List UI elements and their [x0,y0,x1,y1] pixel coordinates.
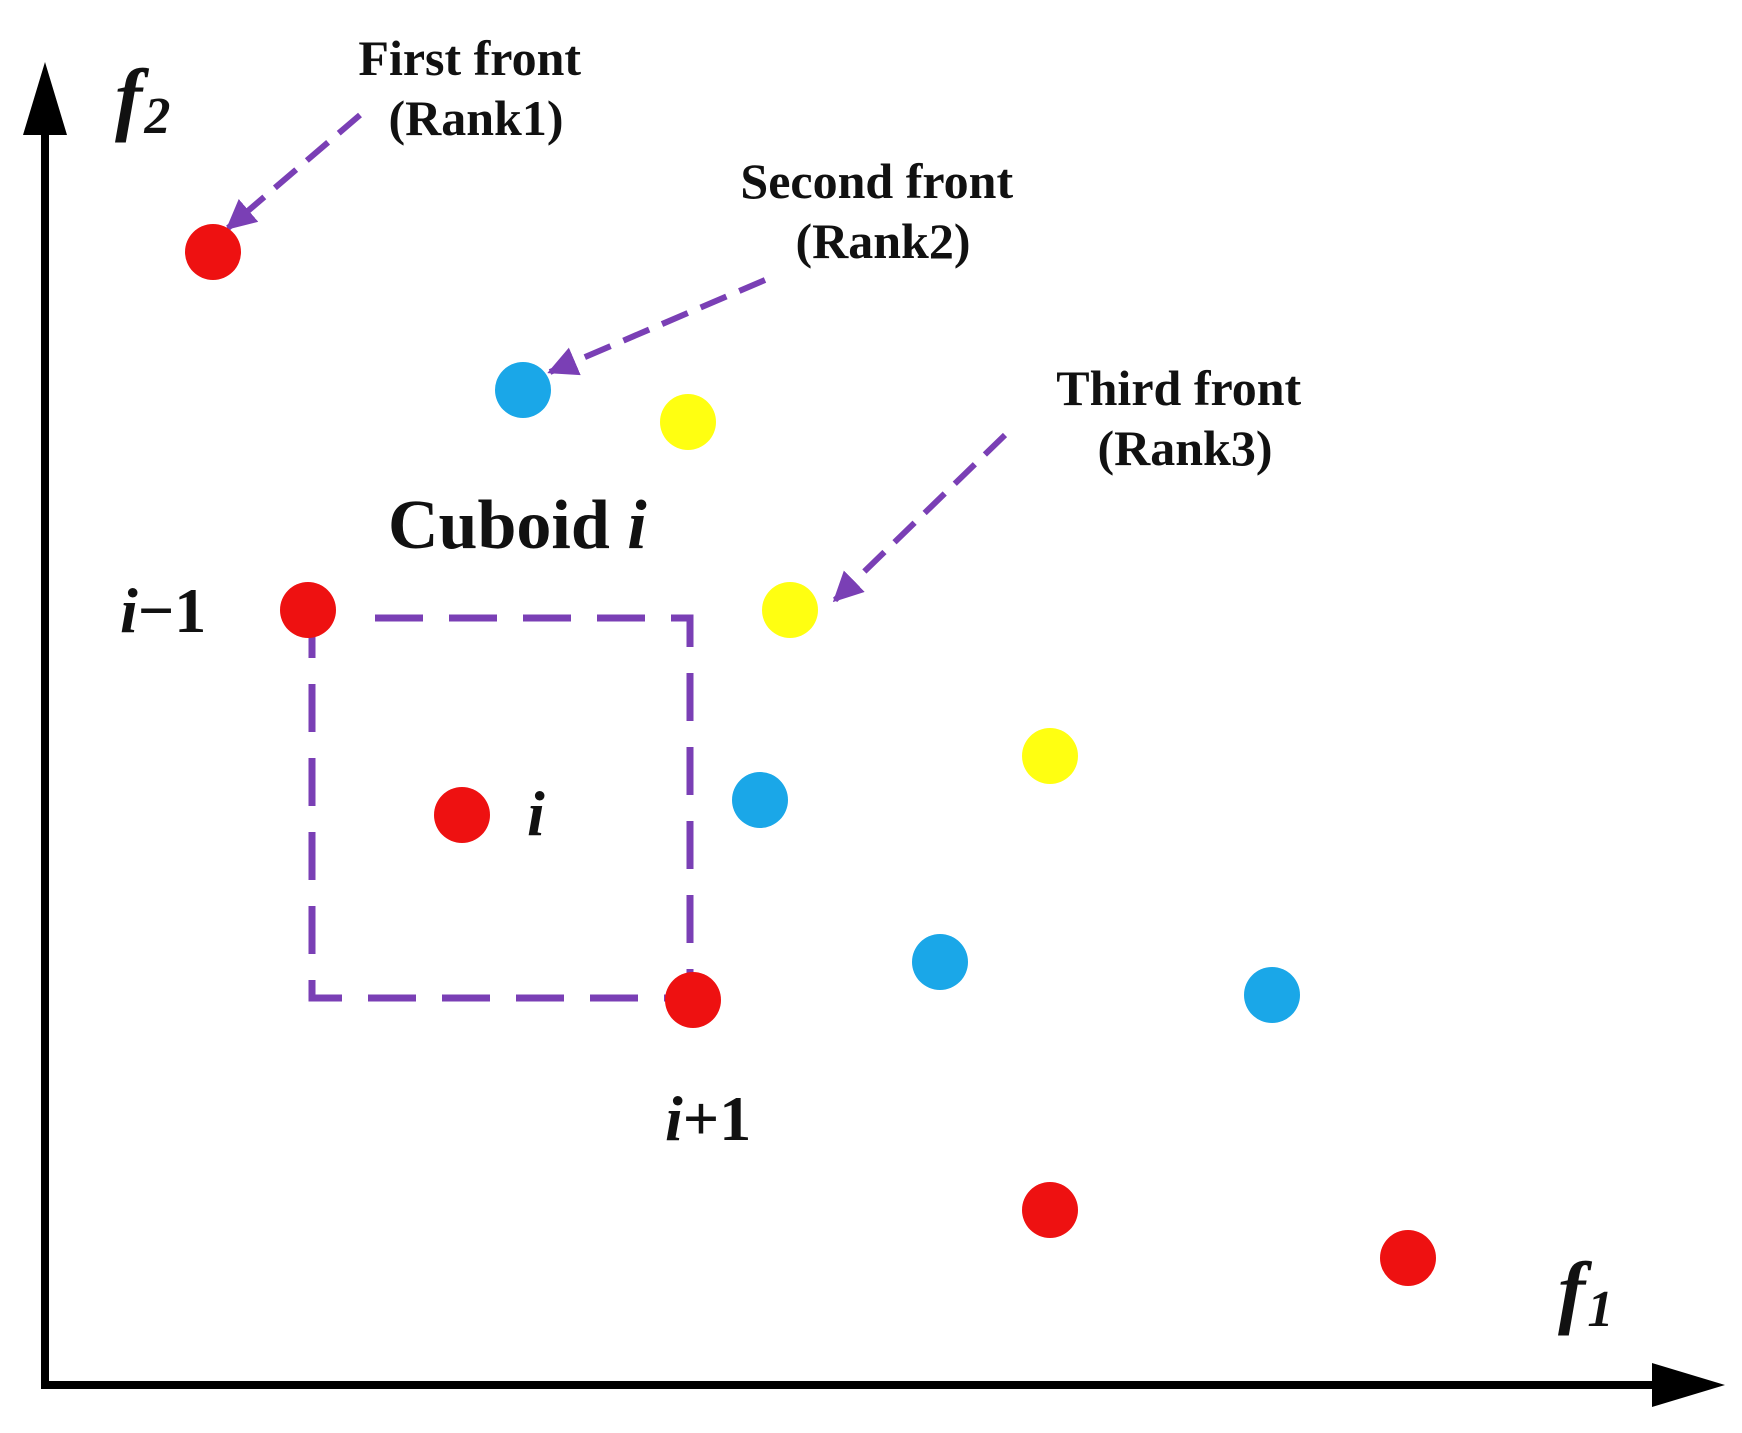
rank1-label-line2: (Rank1) [388,90,563,146]
axes [23,62,1725,1407]
rank3-point [1022,728,1078,784]
rank1-point-next [665,972,721,1028]
cuboid-title: Cuboid i [388,487,647,564]
rank1-point [185,224,241,280]
rank1-point-current [434,787,490,843]
rank3-label-line1: Third front [1056,360,1301,416]
cuboid-title-main: Cuboid [388,487,627,564]
cuboid-title-var: i [627,487,647,564]
rank2-point [912,934,968,990]
cuboid-box [308,610,690,1002]
x-axis-arrowhead [1652,1363,1725,1407]
point-label-prev-rest: −1 [138,575,206,646]
y-axis-label: f2 [115,52,170,145]
rank2-point [1244,967,1300,1023]
rank3-point [762,582,818,638]
point-label-prev-var: i [120,575,138,646]
rank2-annotation-arrow [547,277,767,376]
rank1-label-line1: First front [358,30,581,86]
rank2-points [495,362,1300,1023]
rank2-label-line1: Second front [740,153,1013,209]
y-axis-arrowhead [23,62,67,135]
x-axis-label-sub: 1 [1587,1281,1613,1338]
point-label-next: i+1 [665,1083,751,1154]
y-axis-label-sub: 2 [143,88,170,145]
rank1-points [185,224,1436,1286]
rank3-label-line2: (Rank3) [1097,420,1272,476]
point-label-prev: i−1 [120,575,206,646]
point-label-current-var: i [527,778,545,849]
rank1-point [1022,1182,1078,1238]
rank2-label-line2: (Rank2) [795,213,970,269]
x-axis-label: f1 [1558,1245,1613,1338]
point-label-next-var: i [665,1083,683,1154]
rank1-point-prev [280,582,336,638]
rank2-point [495,362,551,418]
rank3-front-label: Third front (Rank3) [1056,360,1313,476]
point-label-next-rest: +1 [683,1083,751,1154]
rank3-point [660,394,716,450]
rank1-front-label: First front (Rank1) [358,30,593,146]
rank3-points [660,394,1078,784]
rank2-point [732,772,788,828]
cuboid-box-far-sides [375,614,694,998]
rank3-annotation-arrow [832,432,1008,603]
point-label-current: i [527,778,545,849]
rank1-annotation-arrow [225,112,362,231]
rank1-point [1380,1230,1436,1286]
rank2-front-label: Second front (Rank2) [740,153,1025,269]
